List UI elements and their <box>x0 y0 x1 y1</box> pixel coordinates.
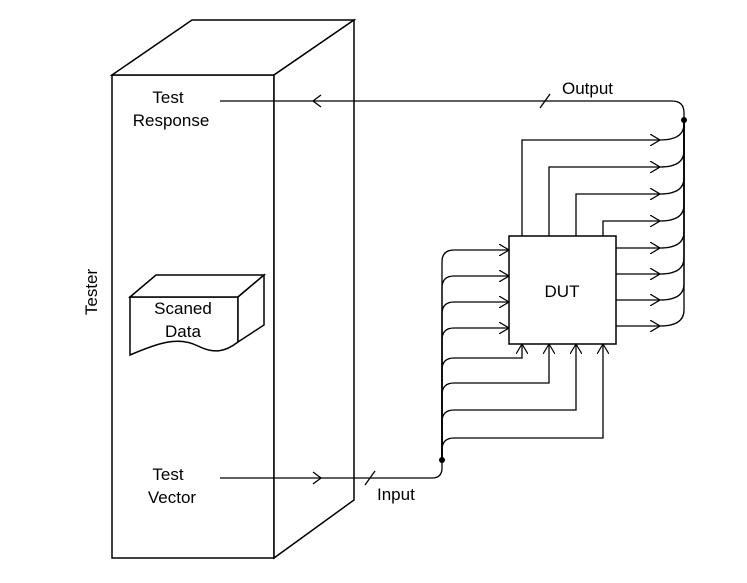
input-wires <box>441 250 603 460</box>
input-wire-bottom-2 <box>441 344 549 460</box>
output-wire-top-bus-1 <box>659 120 685 141</box>
tester-label: Tester <box>82 269 101 316</box>
input-label: Input <box>377 485 415 504</box>
output-wire-top-bus-4 <box>659 120 685 222</box>
input-wire-left-1 <box>441 250 509 460</box>
input-wire-bottom-3 <box>441 344 576 460</box>
input-arrow-icon <box>312 471 323 485</box>
output-wire-top-bus-3 <box>659 120 685 195</box>
tester-side-face <box>273 18 355 560</box>
output-line <box>220 100 685 120</box>
test-vector-label-line2: Vector <box>148 488 197 507</box>
output-wire-top-3 <box>575 194 660 236</box>
dut-label: DUT <box>545 282 580 301</box>
test-response-label-line2: Response <box>133 111 210 130</box>
input-wire-bottom-1 <box>441 344 522 460</box>
input-wire-left-3 <box>441 302 509 460</box>
scanned-data-side <box>237 273 265 344</box>
output-wire-top-4 <box>602 221 660 236</box>
dut-box <box>508 235 617 345</box>
output-wire-right-bus-4 <box>659 120 685 327</box>
output-path: Output <box>220 79 687 123</box>
input-bus-slash <box>364 470 376 486</box>
input-wire-left-2 <box>441 276 509 460</box>
input-line <box>220 460 443 479</box>
output-arrow-icon <box>311 94 322 108</box>
input-wire-left-4 <box>441 328 509 460</box>
output-wire-top-2 <box>548 167 660 236</box>
input-path: Input <box>220 457 445 504</box>
scanned-data-label-line1: Scaned <box>154 299 212 318</box>
output-wire-top-bus-2 <box>659 120 685 168</box>
output-label: Output <box>562 79 613 98</box>
scanned-data-storage: Scaned Data <box>127 273 267 357</box>
dut-block: DUT <box>508 235 617 345</box>
scanned-data-front <box>129 296 239 357</box>
output-wires <box>521 120 685 327</box>
input-wire-bottom-4 <box>441 344 603 460</box>
scanned-data-label-line2: Data <box>165 322 201 341</box>
output-wire-top-1 <box>521 140 660 236</box>
test-response-label-line1: Test <box>152 88 183 107</box>
output-bus-slash <box>539 93 551 109</box>
test-vector-label-line1: Test <box>152 465 183 484</box>
output-wire-right-bus-2 <box>659 120 685 275</box>
